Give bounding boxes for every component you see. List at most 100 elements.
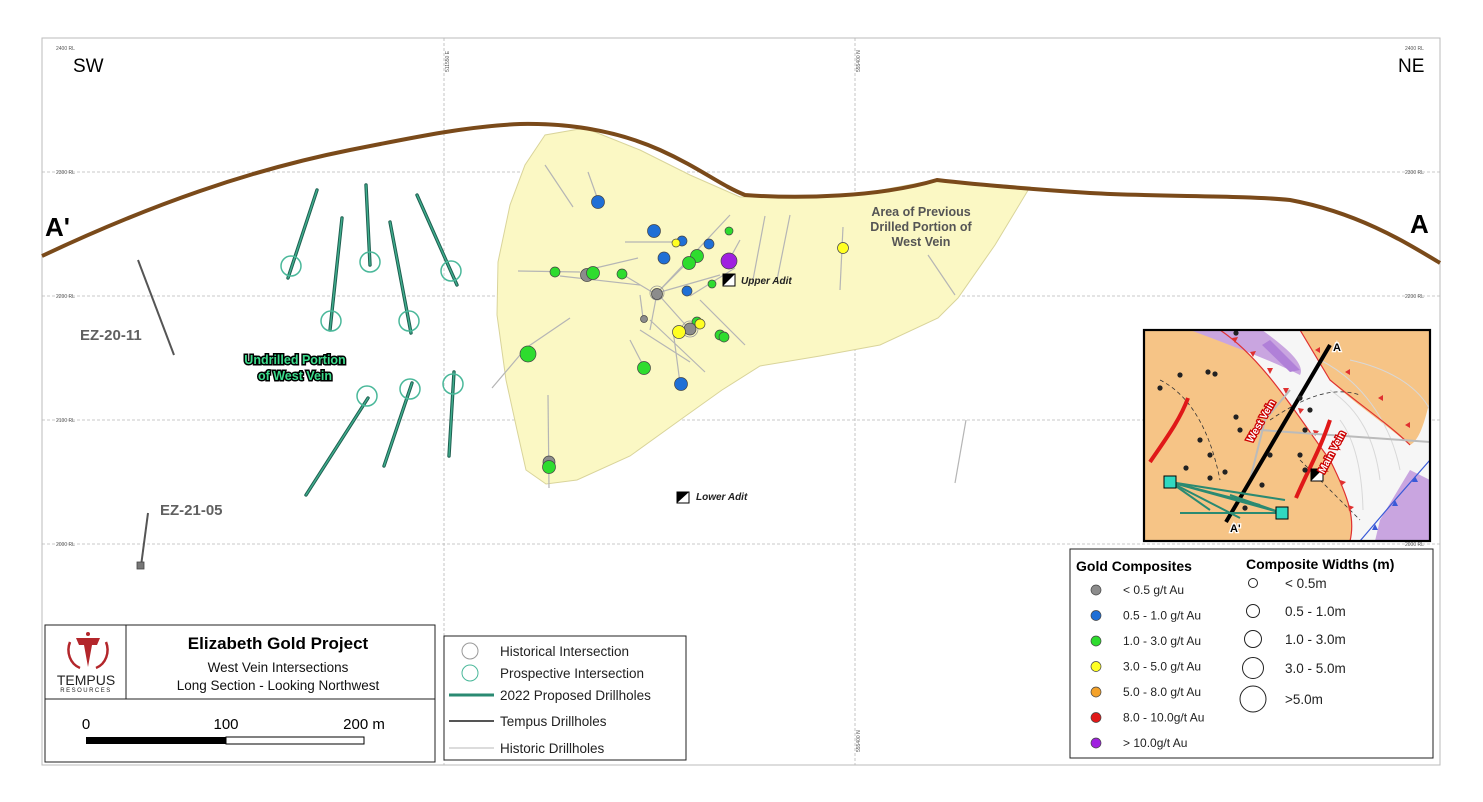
gold-legend-label: 3.0 - 5.0 g/t Au bbox=[1123, 660, 1201, 674]
easting-label-1: 511550 E bbox=[445, 50, 451, 72]
gold-legend-swatch bbox=[1090, 635, 1102, 647]
composite bbox=[720, 252, 738, 270]
map-subtitle-2: Long Section - Looking Northwest bbox=[177, 678, 380, 693]
section-end-a: A bbox=[1410, 209, 1429, 239]
composite bbox=[637, 361, 651, 375]
width-legend-symbol bbox=[1246, 604, 1260, 618]
composite bbox=[681, 285, 693, 297]
ez-21-05-collar bbox=[136, 561, 145, 570]
gold-legend-title: Gold Composites bbox=[1076, 558, 1192, 574]
width-legend-items: < 0.5m0.5 - 1.0m1.0 - 3.0m3.0 - 5.0m>5.0… bbox=[1239, 576, 1346, 713]
drillhole-legend: Historical Intersection Prospective Inte… bbox=[443, 635, 687, 761]
gold-legend-swatch bbox=[1090, 610, 1102, 621]
gold-composites bbox=[519, 195, 849, 474]
inset-a-label: A bbox=[1333, 342, 1341, 354]
gold-legend-items: < 0.5 g/t Au 0.5 - 1.0 g/t Au 1.0 - 3.0 g/… bbox=[1090, 583, 1204, 750]
rl-label-2300-right: 2300 RL bbox=[1405, 170, 1424, 176]
composite bbox=[591, 195, 605, 209]
width-legend-label: 3.0 - 5.0m bbox=[1285, 661, 1346, 676]
undrilled-portion-label: Undrilled Portion of West Vein bbox=[243, 352, 347, 385]
composite-legend: Gold Composites Composite Widths (m) < 0… bbox=[1069, 548, 1434, 759]
gold-legend-swatch bbox=[1090, 661, 1102, 672]
logo-subtext: RESOURCES bbox=[60, 688, 112, 694]
composite bbox=[683, 322, 697, 336]
composite bbox=[674, 377, 688, 391]
hole-label-ez-20-11: EZ-20-11 bbox=[80, 327, 142, 344]
composite bbox=[586, 266, 600, 280]
svg-text:0: 0 bbox=[82, 716, 90, 733]
gold-legend-label: < 0.5 g/t Au bbox=[1123, 583, 1184, 597]
upper-adit-label: Upper Adit bbox=[741, 276, 792, 287]
prospective-intersection-rings bbox=[280, 251, 464, 407]
legend-prospective-label: Prospective Intersection bbox=[500, 666, 644, 681]
svg-text:West Vein: West Vein bbox=[892, 235, 951, 249]
rl-label-2400-left: 2400 RL bbox=[56, 46, 75, 52]
gold-legend-label: 8.0 - 10.0g/t Au bbox=[1123, 711, 1204, 725]
scale-bar: 0 100 200 m bbox=[82, 716, 385, 745]
rl-label-2400-right: 2400 RL bbox=[1405, 46, 1424, 52]
composite bbox=[640, 315, 648, 323]
svg-text:Drilled Portion of: Drilled Portion of bbox=[870, 220, 972, 234]
title-block: TEMPUS RESOURCES Elizabeth Gold Project … bbox=[44, 624, 436, 763]
composite bbox=[724, 226, 734, 236]
inset-location-map: West Vein Main Vein A A' bbox=[1142, 328, 1432, 543]
composite bbox=[549, 266, 561, 278]
width-legend-symbol bbox=[1239, 685, 1267, 713]
gold-legend-label: > 10.0g/t Au bbox=[1123, 736, 1187, 750]
map-subtitle-1: West Vein Intersections bbox=[208, 660, 349, 675]
upper-adit-marker bbox=[722, 273, 736, 287]
tempus-logo: TEMPUS RESOURCES bbox=[57, 632, 115, 694]
width-legend-symbol bbox=[1248, 578, 1258, 588]
gold-legend-label: 5.0 - 8.0 g/t Au bbox=[1123, 685, 1201, 699]
hole-label-ez-21-05: EZ-21-05 bbox=[160, 502, 223, 519]
composite bbox=[682, 256, 696, 270]
rl-label-2000-right: 2000 RL bbox=[1405, 542, 1424, 548]
gold-legend-swatch bbox=[1090, 686, 1102, 698]
svg-text:200 m: 200 m bbox=[343, 716, 385, 733]
section-end-a-prime: A' bbox=[45, 212, 70, 242]
gold-legend-swatch bbox=[1090, 737, 1102, 749]
legend-historical-symbol bbox=[461, 642, 479, 660]
gold-legend-swatch bbox=[1090, 584, 1102, 596]
width-legend-title: Composite Widths (m) bbox=[1246, 556, 1394, 572]
width-legend-label: < 0.5m bbox=[1285, 576, 1327, 591]
gold-legend-swatch bbox=[1090, 712, 1102, 723]
northing-label-2: 555400 N bbox=[856, 730, 862, 752]
svg-text:Undrilled Portion: Undrilled Portion bbox=[244, 353, 345, 367]
inset-a-prime-label: A' bbox=[1230, 523, 1241, 535]
composite bbox=[657, 251, 671, 265]
composite bbox=[651, 288, 663, 300]
legend-proposed-label: 2022 Proposed Drillholes bbox=[500, 688, 651, 703]
width-legend-symbol bbox=[1244, 630, 1262, 648]
composite bbox=[671, 238, 681, 248]
legend-historical-label: Historical Intersection bbox=[500, 644, 629, 659]
area-of-previous-drilling-label: Area of Previous Drilled Portion of West… bbox=[870, 205, 972, 249]
gold-legend-label: 0.5 - 1.0 g/t Au bbox=[1123, 609, 1201, 623]
direction-sw: SW bbox=[73, 56, 104, 77]
composite bbox=[837, 242, 849, 254]
composite bbox=[703, 238, 715, 250]
width-legend-label: 1.0 - 3.0m bbox=[1285, 632, 1346, 647]
tempus-drillholes bbox=[137, 259, 175, 567]
direction-ne: NE bbox=[1398, 56, 1424, 77]
svg-text:100: 100 bbox=[213, 716, 238, 733]
lower-adit-label: Lower Adit bbox=[696, 492, 748, 503]
topography-line bbox=[41, 121, 1442, 265]
map-title: Elizabeth Gold Project bbox=[188, 634, 369, 653]
rl-label-2300-left: 2300 RL bbox=[56, 170, 75, 176]
rl-label-2000-left: 2000 RL bbox=[56, 542, 75, 548]
rl-label-2100-left: 2100 RL bbox=[56, 418, 75, 424]
composite bbox=[647, 224, 661, 238]
northing-label-1: 555400 N bbox=[856, 50, 862, 72]
legend-tempus-label: Tempus Drillholes bbox=[500, 714, 607, 729]
width-legend-label: >5.0m bbox=[1285, 692, 1323, 707]
rl-label-2200-right: 2200 RL bbox=[1405, 294, 1424, 300]
composite bbox=[542, 460, 556, 474]
composite bbox=[616, 268, 628, 280]
composite bbox=[707, 279, 717, 289]
svg-text:Area of Previous: Area of Previous bbox=[871, 205, 970, 219]
width-legend-symbol bbox=[1242, 657, 1264, 679]
gold-legend-label: 1.0 - 3.0 g/t Au bbox=[1123, 634, 1201, 648]
svg-text:of West Vein: of West Vein bbox=[258, 369, 332, 383]
